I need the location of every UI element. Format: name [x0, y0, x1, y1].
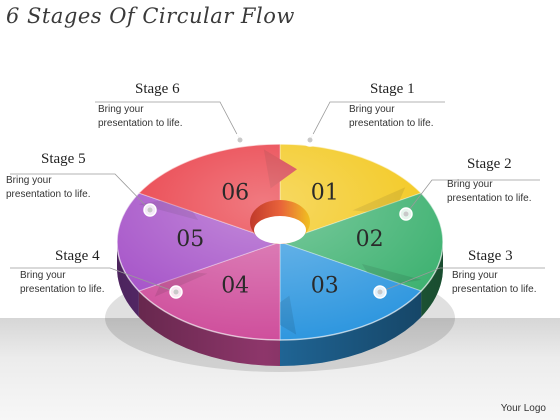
segment-number-05: 05	[176, 227, 204, 252]
stage-4-title: Stage 4	[55, 248, 100, 264]
segment-number-02: 02	[356, 227, 384, 252]
leader-line-stage-5	[10, 173, 151, 211]
leader-line-stage-2	[405, 179, 540, 215]
leader-line-stage-1	[309, 101, 445, 141]
marker-dot-core-stage-5	[147, 207, 153, 213]
stage-5-text-line2: presentation to life.	[6, 189, 91, 200]
stage-3-text-line1: Bring your	[452, 270, 498, 281]
marker-dot-core-stage-6	[237, 137, 243, 143]
marker-dot-core-stage-2	[403, 211, 409, 217]
stage-2-text-line1: Bring your	[447, 179, 493, 190]
segment-number-03: 03	[311, 274, 339, 299]
stage-4-text-line2: presentation to life.	[20, 284, 105, 295]
stage-1-text-line2: presentation to life.	[349, 118, 434, 129]
side-shading	[117, 242, 443, 366]
stage-5-text: Bring your presentation to life.	[6, 174, 91, 202]
leader-line-stage-6	[95, 101, 241, 141]
stage-1-title: Stage 1	[370, 81, 415, 97]
stage-3-text: Bring your presentation to life.	[452, 269, 537, 297]
marker-dot-core-stage-3	[377, 289, 383, 295]
stage-2-text: Bring your presentation to life.	[447, 178, 532, 206]
marker-dot-core-stage-4	[173, 289, 179, 295]
stage-6-text-line2: presentation to life.	[98, 118, 183, 129]
stage-6-text-line1: Bring your	[98, 104, 144, 115]
segment-number-06: 06	[221, 180, 249, 205]
leader-line-stage-4	[10, 267, 177, 293]
page-title: 6 Stages Of Circular Flow	[6, 4, 295, 28]
segment-numbers: 01 02 03 04 05 06	[176, 180, 383, 298]
segment-number-01: 01	[311, 180, 339, 205]
stage-5-text-line1: Bring your	[6, 175, 52, 186]
segment-number-04: 04	[221, 274, 249, 299]
center-hole	[254, 216, 306, 244]
stage-3-title: Stage 3	[468, 248, 513, 264]
logo-text: Your Logo	[500, 403, 546, 414]
stage-6-text: Bring your presentation to life.	[98, 103, 183, 131]
stage-2-title: Stage 2	[467, 156, 512, 172]
stage-4-text-line1: Bring your	[20, 270, 66, 281]
leader-lines	[10, 101, 545, 299]
stage-3-text-line2: presentation to life.	[452, 284, 537, 295]
stage-1-text-line1: Bring your	[349, 104, 395, 115]
stage-6-title: Stage 6	[135, 81, 180, 97]
leader-line-stage-3	[379, 267, 545, 293]
stage-1-text: Bring your presentation to life.	[349, 103, 434, 131]
marker-dot-core-stage-1	[307, 137, 313, 143]
stage-5-title: Stage 5	[41, 151, 86, 167]
stage-4-text: Bring your presentation to life.	[20, 269, 105, 297]
stage-2-text-line2: presentation to life.	[447, 193, 532, 204]
